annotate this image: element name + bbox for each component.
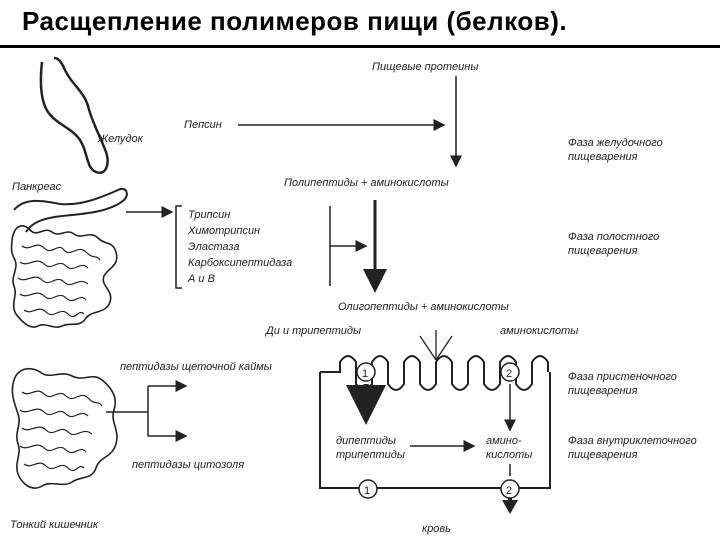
stomach-illustration [39, 56, 109, 175]
enzyme-trypsin: Трипсин [188, 209, 230, 221]
intestine-illustration-lower [11, 367, 118, 489]
food-proteins-label: Пищевые протеины [372, 61, 478, 73]
phase-gastric-line2: пищеварения [568, 151, 638, 163]
brush-border-membrane [320, 355, 549, 391]
enterocyte-outline [319, 372, 551, 489]
transporter-1-top [356, 362, 376, 382]
oligopeptides-label: Олигопептиды + аминокислоты [338, 301, 509, 313]
phase-cavity-line2: пищеварения [568, 245, 638, 257]
amino-acids-label: аминокислоты [500, 325, 578, 337]
phase-intracell-line1: Фаза внутриклеточного [568, 435, 697, 447]
blood-label: кровь [422, 523, 451, 535]
enzyme-bracket [175, 205, 182, 289]
phase-cavity-line1: Фаза полостного [568, 231, 659, 243]
diagram-canvas: Желудок Панкреас Тонкий кишечник Пищевые… [0, 48, 720, 540]
slide-title: Расщепление полимеров пищи (белков). [22, 6, 568, 36]
enzyme-list: Трипсин Химотрипсин Эластаза Карбоксипеп… [187, 209, 292, 285]
tripeptides-label: трипептиды [336, 449, 405, 461]
brush-border-peptidases-label: пептидазы щеточной каймы [120, 361, 272, 373]
phase-gastric-line1: Фаза желудочного [568, 137, 663, 149]
phase-parietal-line1: Фаза пристеночного [568, 371, 677, 383]
arrow-converge-left [419, 335, 437, 361]
transporter-1-bottom-num: 1 [364, 485, 370, 497]
transporter-2-bottom-num: 2 [506, 485, 512, 497]
dipeptides-label: дипептиды [336, 435, 396, 447]
pancreas-illustration [13, 188, 128, 233]
intestine-illustration-upper [10, 225, 118, 328]
arrow-converge-right [435, 335, 453, 361]
enzyme-a-b: А и В [187, 273, 215, 285]
transporter-2-top [500, 362, 520, 382]
small-intestine-label: Тонкий кишечник [10, 519, 99, 531]
di-tripeptides-label: Ди и трипептиды [264, 325, 361, 337]
protein-digestion-diagram: Желудок Панкреас Тонкий кишечник Пищевые… [10, 56, 697, 535]
enzyme-chymotrypsin: Химотрипсин [187, 225, 260, 237]
amino-top-label: амино- [486, 435, 522, 447]
phase-parietal-line2: пищеварения [568, 385, 638, 397]
enzyme-carboxypeptidase: Карбоксипептидаза [188, 257, 292, 269]
arrow-aminoacids-to-blood [502, 500, 518, 514]
pancreas-label: Панкреас [12, 181, 62, 193]
title-bar: Расщепление полимеров пищи (белков). [0, 0, 720, 48]
stomach-label: Желудок [97, 133, 144, 145]
polypeptides-label: Полипептиды + аминокислоты [284, 177, 449, 189]
amino-bottom-label: кислоты [486, 449, 532, 461]
transporter-1-bottom [358, 479, 378, 499]
phase-intracell-line2: пищеварения [568, 449, 638, 461]
enzyme-elastase: Эластаза [188, 241, 239, 253]
transporter-1-top-num: 1 [362, 368, 368, 380]
pepsin-label: Пепсин [184, 119, 222, 131]
transporter-2-top-num: 2 [506, 368, 512, 380]
cytosol-peptidases-label: пептидазы цитозоля [132, 459, 244, 471]
